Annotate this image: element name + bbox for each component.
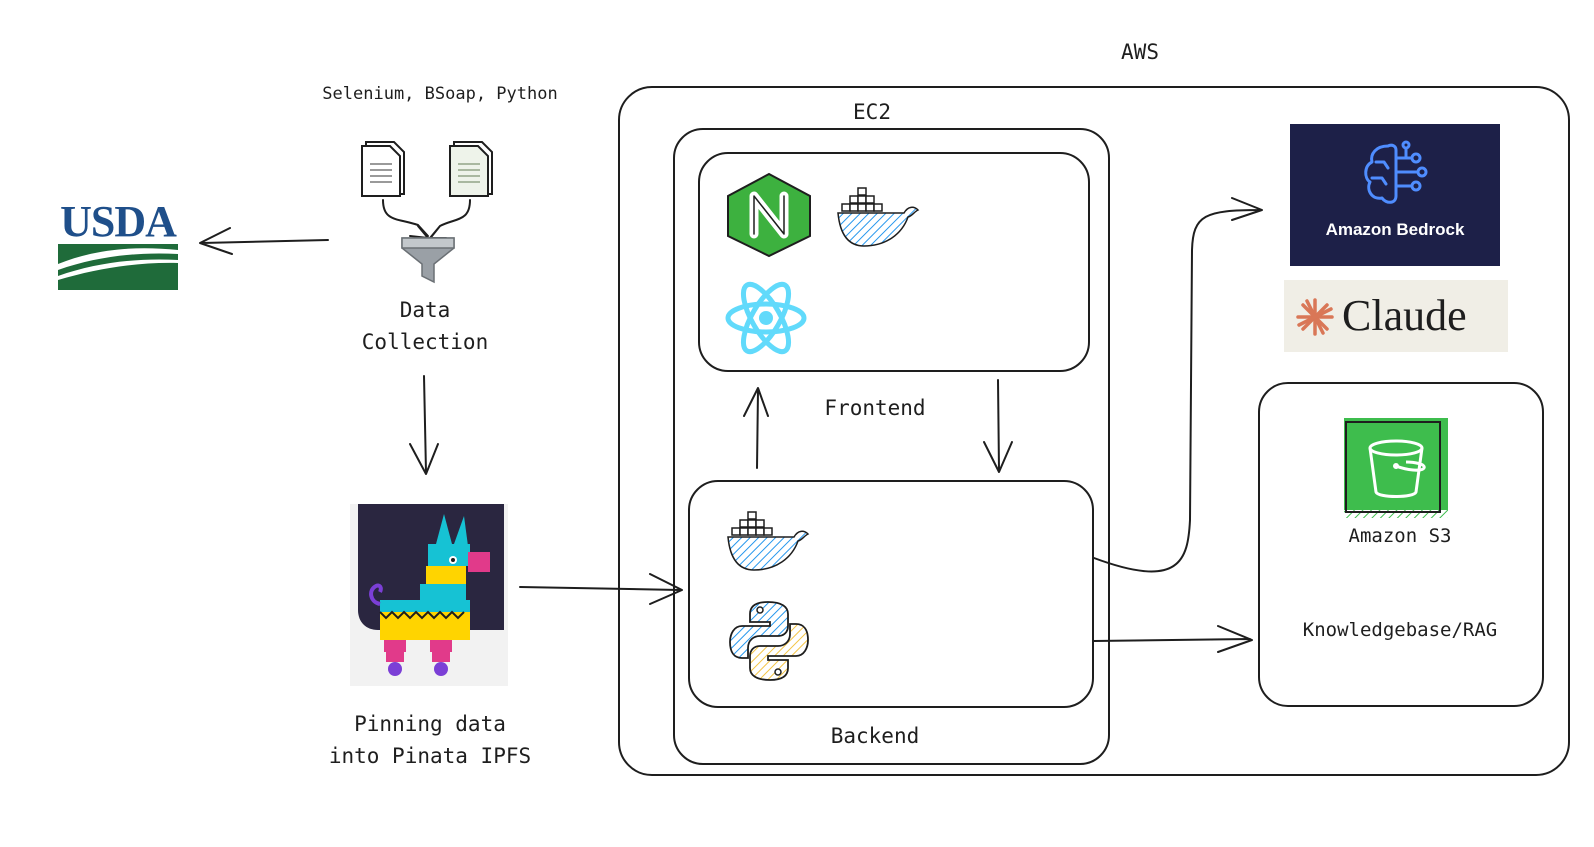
knowledgebase-box bbox=[1258, 382, 1544, 707]
amazon-s3-label: Amazon S3 bbox=[1348, 525, 1452, 547]
amazon-s3-icon bbox=[1344, 418, 1448, 518]
claude-text: Claude bbox=[1342, 291, 1467, 340]
ec2-label: EC2 bbox=[853, 100, 891, 124]
bedrock-brain-icon bbox=[1364, 140, 1428, 204]
funnel-icon bbox=[401, 237, 455, 284]
arrow-backend-to-knowledgebase bbox=[1093, 625, 1253, 653]
backend-box bbox=[688, 480, 1094, 708]
aws-label: AWS bbox=[1121, 40, 1159, 64]
arrow-backend-to-frontend bbox=[743, 387, 769, 469]
docker-icon bbox=[727, 511, 810, 571]
arrow-pinata-to-backend bbox=[519, 573, 683, 605]
arrow-collection-to-pinata bbox=[409, 375, 439, 475]
amazon-bedrock-logo: Amazon Bedrock bbox=[1290, 124, 1500, 266]
pinata-caption-line2: into Pinata IPFS bbox=[328, 744, 532, 768]
usda-logo-text: USDA bbox=[60, 197, 177, 246]
data-collection-title-line2: Collection bbox=[361, 330, 489, 354]
pinata-logo bbox=[350, 504, 508, 686]
usda-logo: USDA bbox=[58, 200, 178, 292]
pinata-caption-line1: Pinning data bbox=[354, 712, 506, 736]
arrow-backend-to-bedrock bbox=[1093, 197, 1263, 573]
python-icon bbox=[729, 601, 809, 681]
ec2-container bbox=[673, 128, 1110, 765]
tools-label: Selenium, BSoap, Python bbox=[322, 84, 558, 104]
data-collection-title-line1: Data bbox=[399, 298, 451, 322]
arrow-to-usda bbox=[199, 227, 329, 255]
claude-star-icon bbox=[1296, 298, 1334, 336]
knowledgebase-label: Knowledgebase/RAG bbox=[1302, 619, 1498, 641]
nginx-icon bbox=[727, 172, 811, 258]
aws-container bbox=[618, 86, 1570, 776]
document-icon bbox=[361, 141, 405, 197]
react-icon bbox=[725, 281, 807, 355]
arrow-frontend-to-backend bbox=[983, 379, 1013, 473]
arrow-doc2-to-funnel bbox=[429, 199, 471, 239]
frontend-box bbox=[698, 152, 1090, 372]
document-icon bbox=[449, 141, 493, 197]
arrow-doc1-to-funnel bbox=[382, 199, 429, 239]
claude-logo: Claude bbox=[1284, 280, 1508, 352]
backend-label: Backend bbox=[830, 724, 920, 748]
usda-fields-icon bbox=[58, 244, 178, 290]
amazon-bedrock-text: Amazon Bedrock bbox=[1325, 220, 1465, 239]
frontend-label: Frontend bbox=[824, 396, 926, 420]
docker-icon bbox=[837, 187, 920, 247]
